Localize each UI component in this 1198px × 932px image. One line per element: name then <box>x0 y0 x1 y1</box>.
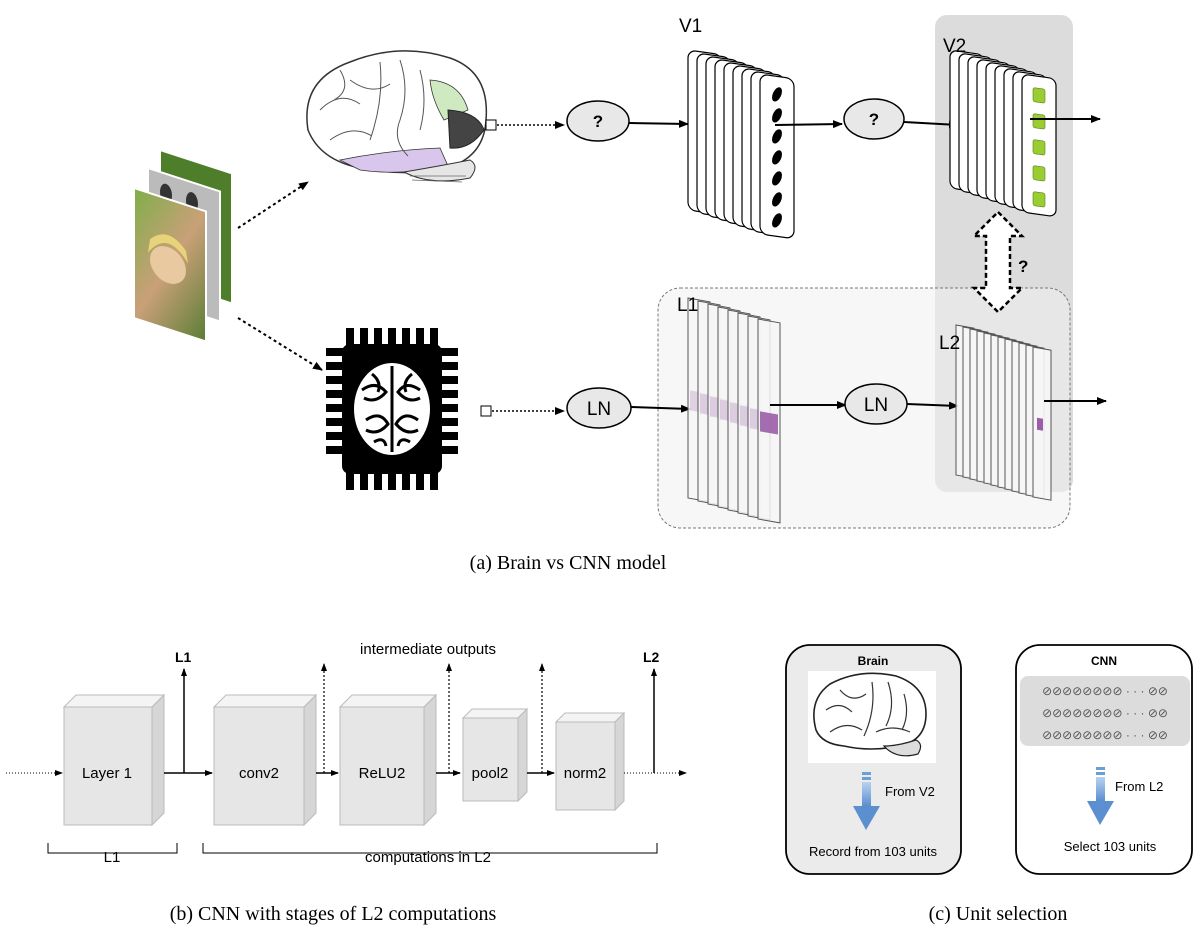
v1-label: V1 <box>679 16 702 37</box>
cnn-card-title: CNN <box>1091 654 1117 668</box>
panel-c: Brain From V2 Record from 103 units CNN … <box>785 644 1193 925</box>
block-layer1: Layer 1 <box>62 693 166 827</box>
chip-output-node <box>480 405 492 417</box>
arrow-images-to-brain <box>237 181 309 229</box>
block-norm2: norm2 <box>554 711 626 812</box>
v2-label: V2 <box>943 36 966 57</box>
arrow-op2-to-v2 <box>903 120 959 129</box>
brace-l1 <box>47 843 178 854</box>
v1-feature-stack <box>687 50 795 239</box>
unknown-op-1: ? <box>566 100 630 142</box>
unknown-op-2-label: ? <box>869 110 879 129</box>
arrow-v1-to-op2 <box>774 120 843 129</box>
arrow-op1-to-v1 <box>628 119 689 128</box>
cnn-card-from-label: From L2 <box>1115 779 1163 794</box>
brace-l2-label: computations in L2 <box>365 849 491 866</box>
unknown-op-2: ? <box>843 98 905 140</box>
arrow-ln1-to-l1 <box>630 404 691 413</box>
cnn-units-row-2: ⊘⊘⊘⊘⊘⊘⊘⊘ · · · ⊘⊘ <box>1042 706 1168 720</box>
block-pool2-label: pool2 <box>472 765 509 782</box>
l1-feature-stack <box>687 297 781 524</box>
panel-b: Layer 1 L1 conv2 ReLU2 intermediate outp… <box>6 641 687 925</box>
ln-2: LN <box>844 383 908 425</box>
brace-l1-label: L1 <box>104 849 121 866</box>
brace-l2 <box>202 843 658 854</box>
block-relu2-label: ReLU2 <box>359 765 406 782</box>
comparison-question-label: ? <box>1018 257 1028 276</box>
panel-a: ? V1 ? V2 ? <box>133 15 1107 574</box>
block-norm2-label: norm2 <box>564 765 607 782</box>
l2-card <box>1032 346 1052 501</box>
brain-illustration <box>306 50 488 183</box>
l1-card <box>757 318 781 524</box>
block-conv2-label: conv2 <box>239 765 279 782</box>
brain-card-title: Brain <box>858 654 889 668</box>
caption-c: (c) Unit selection <box>929 903 1068 925</box>
brain-card-from-label: From V2 <box>885 784 935 799</box>
l1-label: L1 <box>677 295 698 316</box>
l2-output-label: L2 <box>643 649 660 665</box>
v2-feature-stack <box>949 50 1057 217</box>
brain-card: Brain From V2 Record from 103 units <box>785 644 962 875</box>
cnn-chip-icon <box>326 328 458 490</box>
cnn-card-down-arrow <box>1087 767 1114 825</box>
arrow-ln2-to-l2 <box>906 401 959 410</box>
v1-card <box>759 74 795 239</box>
cnn-units-row-3: ⊘⊘⊘⊘⊘⊘⊘⊘ · · · ⊘⊘ <box>1042 728 1168 742</box>
brain-card-down-arrow <box>853 772 880 830</box>
cnn-card: CNN ⊘⊘⊘⊘⊘⊘⊘⊘ · · · ⊘⊘ ⊘⊘⊘⊘⊘⊘⊘⊘ · · · ⊘⊘ … <box>1015 644 1193 875</box>
ln-1-label: LN <box>587 399 611 420</box>
v2-l2-comparison-arrow <box>970 210 1026 314</box>
ln-1: LN <box>566 387 632 429</box>
caption-b: (b) CNN with stages of L2 computations <box>170 903 497 925</box>
block-relu2: ReLU2 <box>338 693 438 827</box>
l2-feature-stack <box>955 324 1052 501</box>
v2-card <box>1021 74 1057 217</box>
l1-output-label: L1 <box>175 649 192 665</box>
block-conv2: conv2 <box>212 693 318 827</box>
ln-2-label: LN <box>864 395 888 416</box>
intermediate-outputs-label: intermediate outputs <box>360 641 496 658</box>
brain-card-record-label: Record from 103 units <box>809 844 937 859</box>
brain-card-brain-icon <box>813 672 927 757</box>
block-layer1-label: Layer 1 <box>82 765 132 782</box>
caption-a: (a) Brain vs CNN model <box>470 552 667 574</box>
unknown-op-1-label: ? <box>593 112 603 131</box>
input-images-stack <box>133 148 233 343</box>
l2-label: L2 <box>939 333 960 354</box>
cnn-card-select-label: Select 103 units <box>1064 839 1157 854</box>
brain-output-node <box>485 119 497 131</box>
cnn-units-row-1: ⊘⊘⊘⊘⊘⊘⊘⊘ · · · ⊘⊘ <box>1042 684 1168 698</box>
block-pool2: pool2 <box>461 707 529 803</box>
arrow-images-to-chip <box>237 317 323 371</box>
